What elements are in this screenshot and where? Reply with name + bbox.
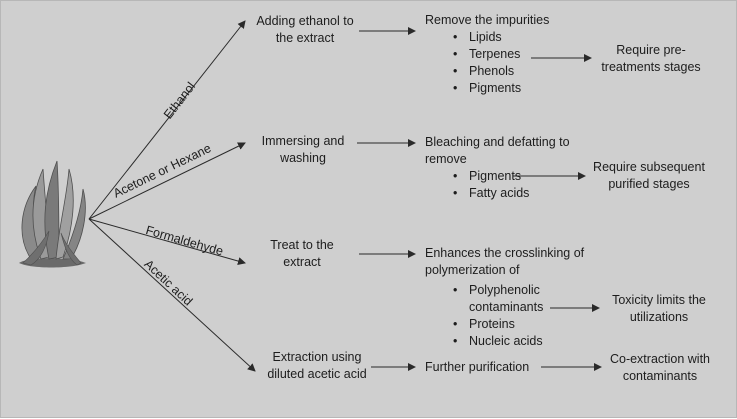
list-item-line: contaminants: [469, 300, 544, 314]
outcome-acetone-line-2: purified stages: [608, 177, 690, 191]
outcome-formaldehyde: Toxicity limits the utilizations: [601, 292, 717, 326]
outcome-ethanol: Require pre- treatments stages: [595, 42, 707, 76]
step-acetic-line-2: diluted acetic acid: [267, 367, 367, 381]
step-formaldehyde: Treat to the extract: [259, 237, 345, 271]
list-item: Polyphenolic contaminants: [453, 282, 543, 316]
step-ethanol: Adding ethanol to the extract: [249, 13, 361, 47]
step-acetone-line-2: washing: [280, 151, 326, 165]
effect-acetone-list: Pigments Fatty acids: [453, 168, 529, 202]
outcome-ethanol-line-1: Require pre-: [616, 43, 686, 57]
outcome-acetic-line-1: Co-extraction with: [609, 352, 711, 366]
effect-formaldehyde-heading: Enhances the crosslinking of polymerizat…: [425, 245, 584, 279]
list-item: Pigments: [453, 80, 521, 97]
step-ethanol-line-1: Adding ethanol to: [256, 14, 354, 28]
list-item: Fatty acids: [453, 185, 529, 202]
step-acetic: Extraction using diluted acetic acid: [259, 349, 375, 383]
arrow-acetone: [88, 142, 246, 220]
step-ethanol-line-2: the extract: [275, 31, 335, 45]
outcome-acetone-line-1: Require subsequent: [593, 160, 705, 174]
outcome-formaldehyde-line-1: Toxicity limits the: [612, 293, 706, 307]
arrow-ethanol: [88, 20, 246, 220]
outcome-acetic-line-2: contaminants: [622, 369, 698, 383]
step-formaldehyde-line-1: Treat to the: [270, 238, 334, 252]
seaweed-icon: [19, 160, 86, 268]
effect-ethanol-heading: Remove the impurities: [425, 13, 550, 27]
outcome-formaldehyde-line-2: utilizations: [629, 310, 689, 324]
effect-formaldehyde-heading-line-2: polymerization of: [425, 263, 520, 277]
list-item: Lipids: [453, 29, 521, 46]
step-acetic-line-1: Extraction using: [272, 350, 362, 364]
list-item: Terpenes: [453, 46, 521, 63]
outcome-acetone: Require subsequent purified stages: [587, 159, 711, 193]
effect-formaldehyde-heading-line-1: Enhances the crosslinking of: [425, 246, 585, 260]
effect-formaldehyde-list: Polyphenolic contaminants Proteins Nucle…: [453, 282, 543, 350]
list-item: Pigments: [453, 168, 529, 185]
outcome-ethanol-line-2: treatments stages: [601, 60, 701, 74]
step-formaldehyde-line-2: extract: [283, 255, 321, 269]
list-item: Proteins: [453, 316, 543, 333]
step-acetone-line-1: Immersing and: [261, 134, 345, 148]
list-item: Phenols: [453, 63, 521, 80]
effect-acetone-heading-line-1: Bleaching and defatting to: [425, 135, 570, 149]
list-item-line: Polyphenolic: [469, 283, 540, 297]
outcome-acetic: Co-extraction with contaminants: [605, 351, 715, 385]
effect-acetone-heading: Bleaching and defatting to remove: [425, 134, 570, 168]
arrow-formaldehyde: [88, 218, 246, 265]
arrow-acetic: [88, 218, 256, 372]
step-acetone: Immersing and washing: [255, 133, 351, 167]
effect-acetone-heading-line-2: remove: [425, 152, 467, 166]
effect-acetic-heading: Further purification: [425, 360, 530, 374]
effect-ethanol-list: Lipids Terpenes Phenols Pigments: [453, 29, 521, 97]
list-item: Nucleic acids: [453, 333, 543, 350]
